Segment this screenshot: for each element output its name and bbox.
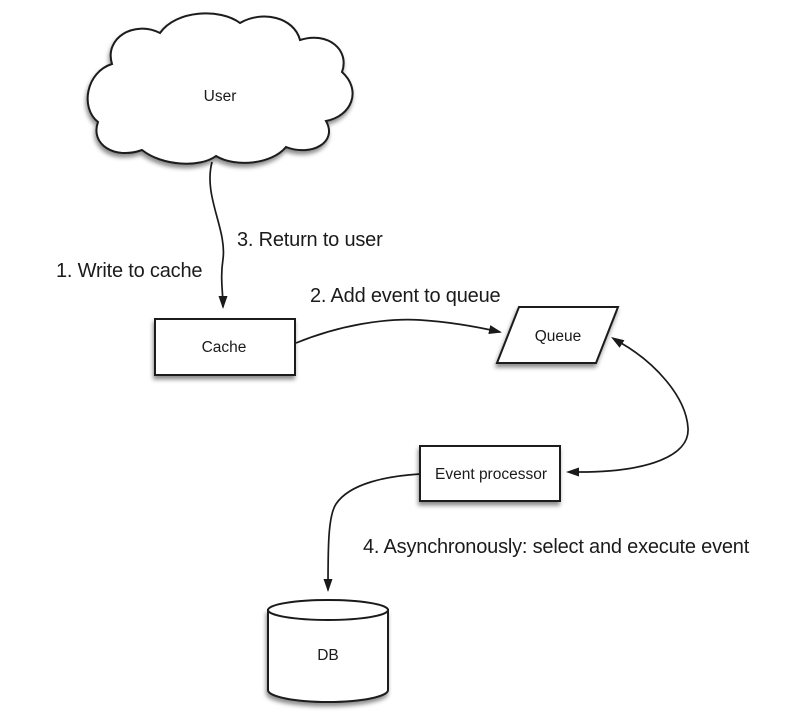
db-cylinder-body [267,609,389,703]
cache-label: Cache [202,339,247,356]
cache-node: Cache [154,318,296,376]
step-4-label: 4. Asynchronously: select and execute ev… [363,536,750,558]
event-processor-label: Event processor [435,466,547,483]
step-3-label: 3. Return to user [237,229,383,251]
arrow-event-processor-to-db [323,473,421,592]
arrowhead-into-queue [611,337,625,348]
db-label: DB [317,647,339,664]
user-node: User [86,12,354,165]
step-1-label: 1. Write to cache [56,260,202,282]
queue-label: Queue [535,328,582,345]
user-label: User [204,88,237,105]
step-2-label: 2. Add event to queue [310,285,500,307]
db-cylinder-top [267,599,389,621]
event-processor-box [419,445,561,502]
event-processor-node: Event processor [419,445,561,502]
arrowhead-into-event-processor [566,467,579,477]
cloud-shape [86,12,354,165]
cache-box [154,318,296,376]
arrow-cache-to-queue [295,318,502,344]
db-node: DB [267,599,389,703]
queue-parallelogram [495,306,620,364]
arrow-queue-event-processor [575,342,689,473]
queue-node: Queue [495,306,620,364]
arrow-user-to-cache [209,161,228,309]
